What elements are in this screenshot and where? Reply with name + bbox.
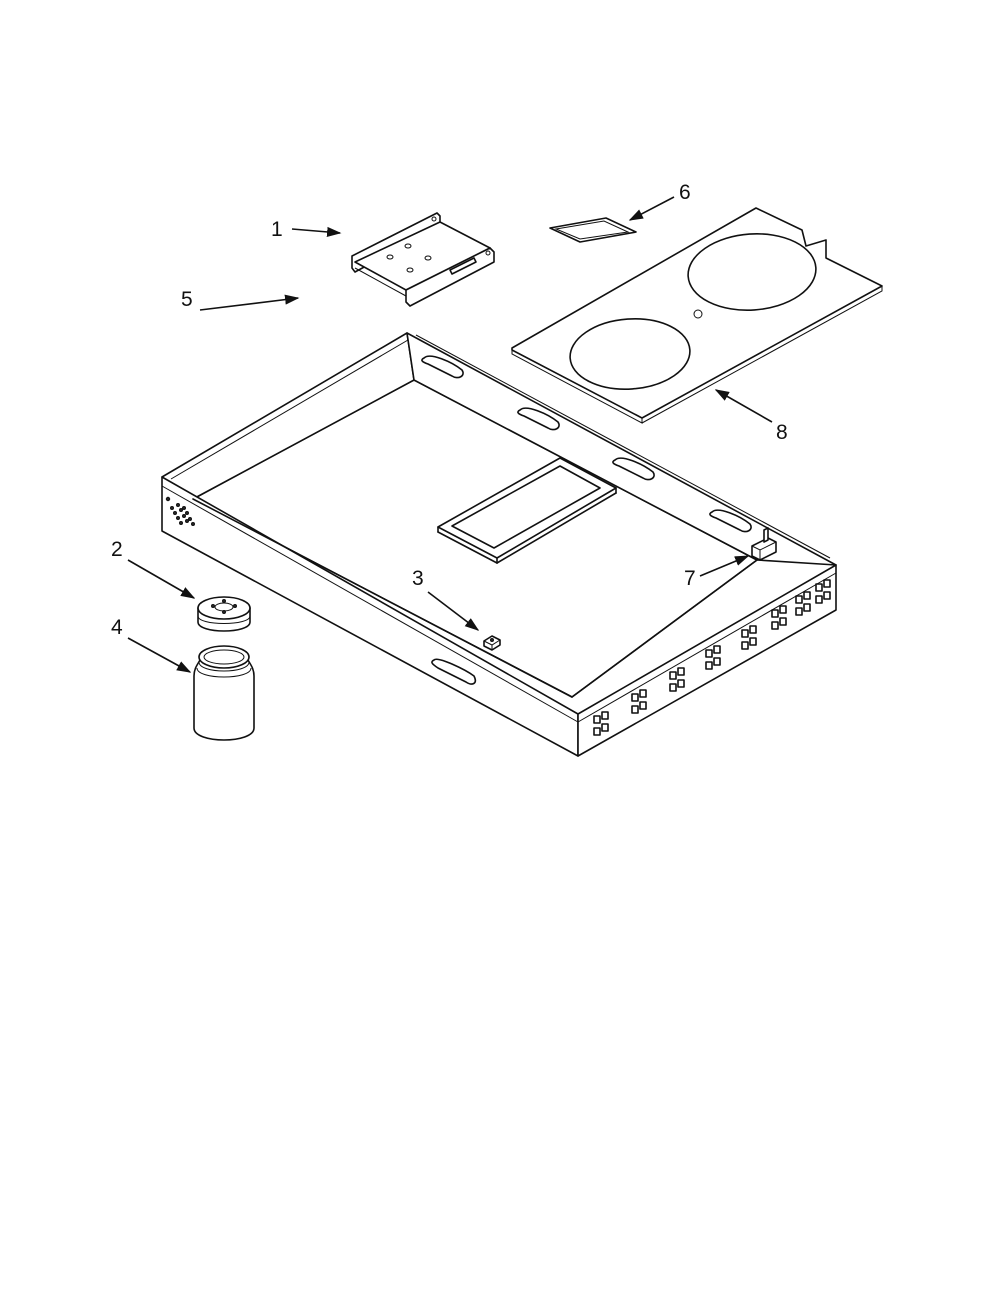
- callout-label-4: 4: [111, 616, 123, 639]
- part-3-nut: [483, 635, 501, 651]
- callout-leader-1: [291, 226, 342, 237]
- callout-leader-3: [427, 591, 480, 631]
- part-6-plate: [549, 217, 637, 243]
- part-7-clip: [751, 527, 777, 561]
- callout-label-5: 5: [181, 288, 193, 311]
- callout-leader-4: [127, 637, 192, 673]
- front-vent-louvers: [593, 579, 831, 736]
- callout-leader-8: [714, 389, 773, 423]
- part-4-jar: [193, 645, 255, 741]
- callout-leader-7: [699, 555, 750, 577]
- callout-label-2: 2: [111, 538, 123, 561]
- part-8-top-panel: [511, 207, 883, 424]
- callout-label-6: 6: [679, 181, 691, 204]
- wall-slots: [421, 355, 752, 533]
- callout-leader-5: [199, 294, 300, 311]
- left-vent-holes: [165, 496, 195, 527]
- callouts: 1 2 3 4 5 6 7 8: [111, 181, 788, 673]
- part-5-tray: [161, 332, 837, 757]
- part-2-cap: [197, 596, 251, 632]
- part-1-bracket: [351, 212, 495, 307]
- callout-label-8: 8: [776, 421, 788, 444]
- callout-label-3: 3: [412, 567, 424, 590]
- callout-leader-2: [127, 559, 196, 599]
- callout-label-7: 7: [684, 567, 696, 590]
- callout-label-1: 1: [271, 218, 283, 241]
- callout-leader-6: [628, 196, 675, 221]
